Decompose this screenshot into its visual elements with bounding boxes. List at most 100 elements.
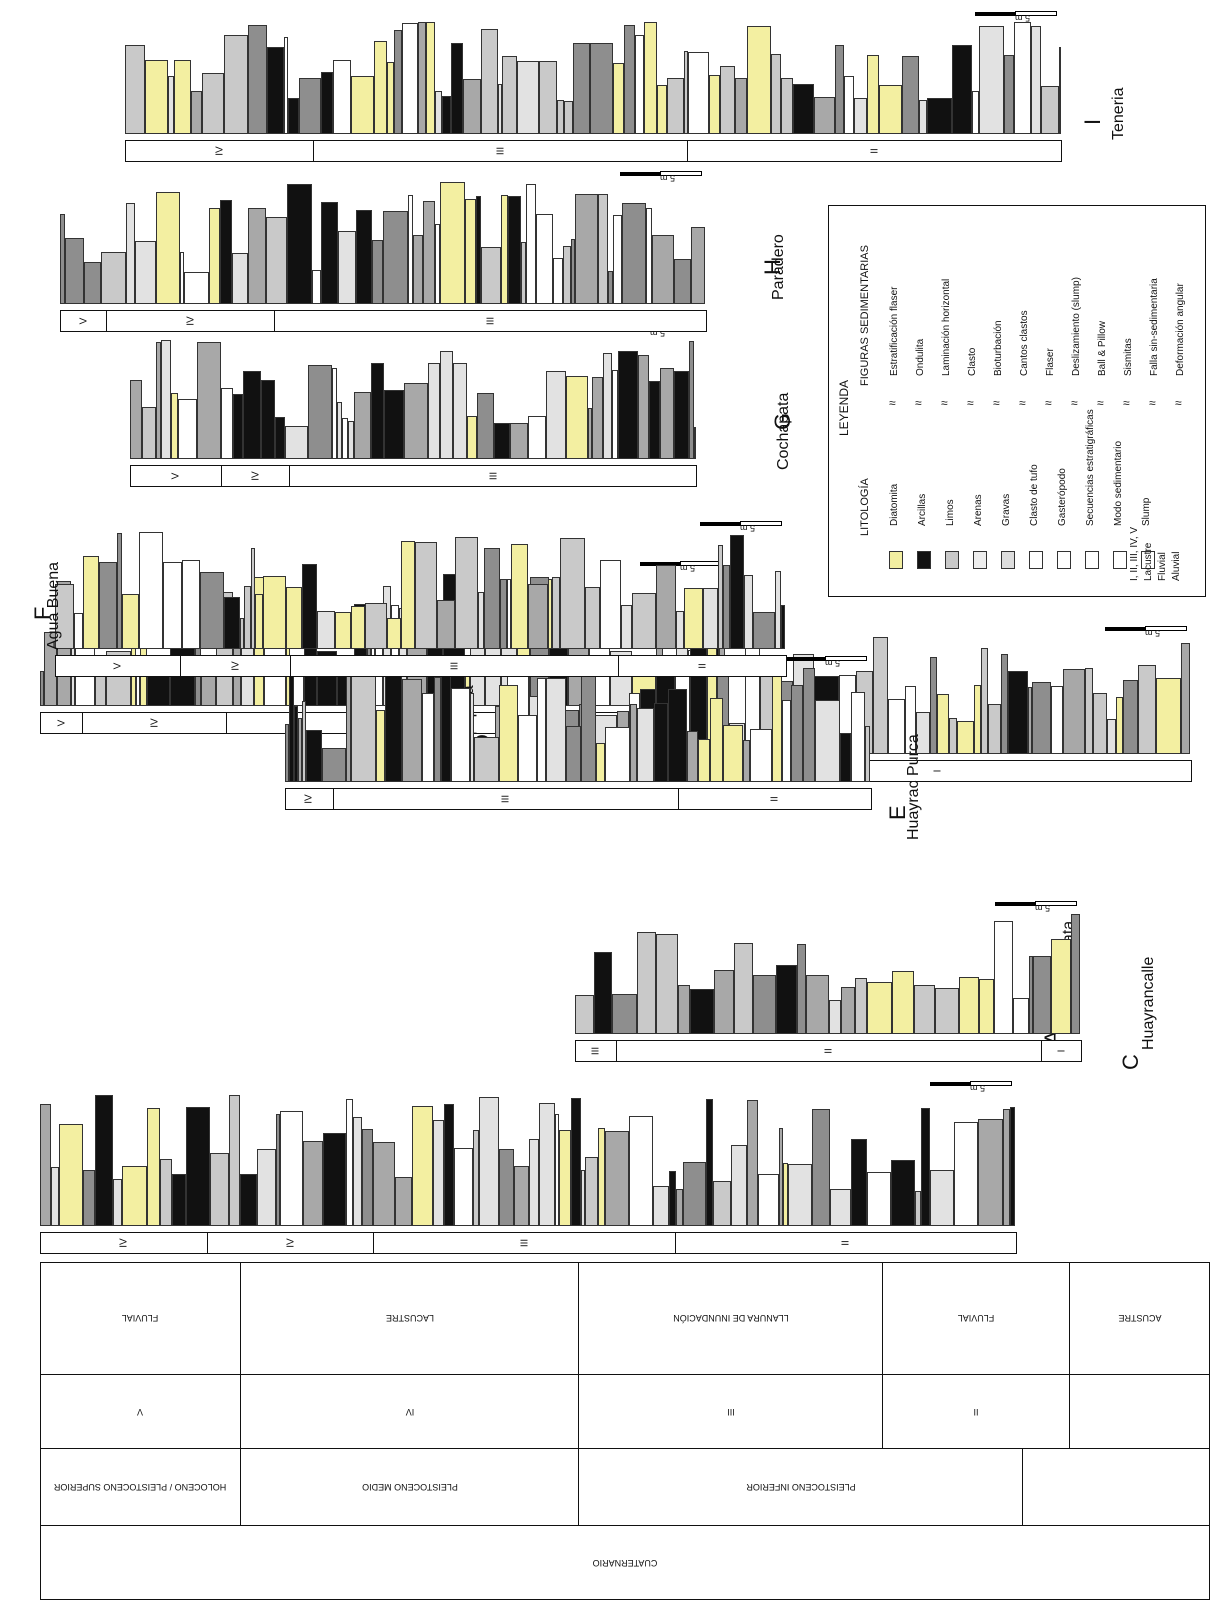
bed (474, 736, 499, 782)
bed (571, 239, 575, 304)
bed (251, 548, 255, 649)
legend-lithology-label: Arenas (973, 494, 984, 526)
bed (232, 253, 248, 304)
unit-label: III (519, 1238, 531, 1248)
unit-cell: III (273, 311, 707, 331)
bed (840, 733, 851, 782)
section-name: Teneria (1110, 87, 1127, 140)
unit-label: II (823, 1048, 835, 1054)
legend-swatch (973, 551, 987, 569)
legend-structure-label: Falla sin-sedimentaria (1149, 278, 1160, 376)
bed (873, 637, 888, 754)
bed (536, 214, 553, 304)
bed (302, 564, 317, 649)
bed (473, 1129, 479, 1226)
legend-structure-icon: ≈ (1019, 396, 1026, 410)
bed (994, 920, 1013, 1034)
bed (383, 211, 408, 304)
unit-cell: I (1040, 1041, 1082, 1061)
bed (546, 370, 566, 459)
bed (649, 381, 660, 459)
unit-label: III (495, 146, 507, 156)
bed (959, 976, 979, 1034)
bed (781, 605, 785, 649)
bed (919, 99, 927, 134)
section-name: Huayrac Purca (905, 734, 922, 840)
bed (342, 418, 348, 459)
legend-structure-icon: ≈ (941, 396, 948, 410)
bed (588, 408, 592, 459)
bed (200, 572, 224, 649)
bed (275, 417, 285, 459)
bed (1032, 681, 1051, 754)
unit-cell: IV (206, 1233, 374, 1253)
section-name: Huayrancalle (1140, 956, 1157, 1050)
bed (779, 1127, 783, 1226)
bed (930, 656, 937, 754)
bed (1008, 671, 1028, 754)
bed (60, 214, 65, 304)
legend-code-label: Lacustre (1143, 542, 1154, 581)
bed (855, 978, 867, 1034)
bed (844, 75, 854, 134)
bed (598, 1127, 605, 1226)
bed (714, 970, 734, 1034)
bed (553, 257, 563, 304)
legend-structure-label: Ondulita (915, 338, 926, 376)
bed (1041, 86, 1059, 134)
bed (335, 611, 351, 649)
legend-lithology-label: Gravas (1001, 493, 1012, 526)
chrono-cell: V (41, 1375, 240, 1449)
bed (481, 28, 498, 134)
legend-swatch (1113, 551, 1127, 569)
bed (276, 1114, 280, 1226)
unit-cell: II (618, 656, 787, 676)
bed (210, 1153, 229, 1226)
bed (573, 43, 590, 134)
bed (299, 78, 321, 134)
legend-code-label: Fluvial (1157, 552, 1168, 581)
bed (243, 370, 261, 459)
bed (233, 394, 243, 459)
unit-label: V (56, 719, 68, 727)
bed (362, 1128, 373, 1226)
unit-label: IV (250, 471, 262, 481)
bed (590, 43, 613, 134)
bed (782, 700, 791, 782)
unit-label: II (840, 1240, 852, 1246)
bed (40, 670, 44, 706)
unit-cell: IV (286, 789, 333, 809)
bed (444, 1104, 454, 1226)
bed (494, 423, 510, 459)
unit-cell: III (289, 656, 620, 676)
unit-cell: IV (106, 311, 275, 331)
legend-structure-label: Bioturbación (993, 320, 1004, 376)
bed (1051, 686, 1063, 754)
bed (688, 51, 709, 134)
bed (117, 532, 122, 649)
chrono-cell: HOLOCENO / PLEISTOCENO SUPERIOR (41, 1449, 240, 1526)
legend-structure-icon: ≈ (889, 396, 896, 410)
unit-cell: II (616, 1041, 1041, 1061)
legend-swatch (945, 551, 959, 569)
section-name: Paradero (770, 234, 787, 300)
scale-label: 5 m (660, 173, 676, 183)
unit-label: IV (149, 718, 161, 728)
scale-label: 5 m (740, 523, 756, 533)
bed (674, 258, 691, 304)
legend-lithology-label: Slump (1141, 497, 1152, 526)
bed (585, 586, 600, 649)
chrono-label: PLEISTOCENO INFERIOR (746, 1482, 856, 1493)
bed (612, 994, 637, 1034)
bed (156, 191, 180, 304)
bed (747, 26, 771, 134)
bed (635, 34, 644, 134)
bed (294, 705, 298, 782)
scale-bar: 5 m (785, 648, 867, 668)
bed (879, 85, 902, 134)
bed (797, 944, 806, 1034)
